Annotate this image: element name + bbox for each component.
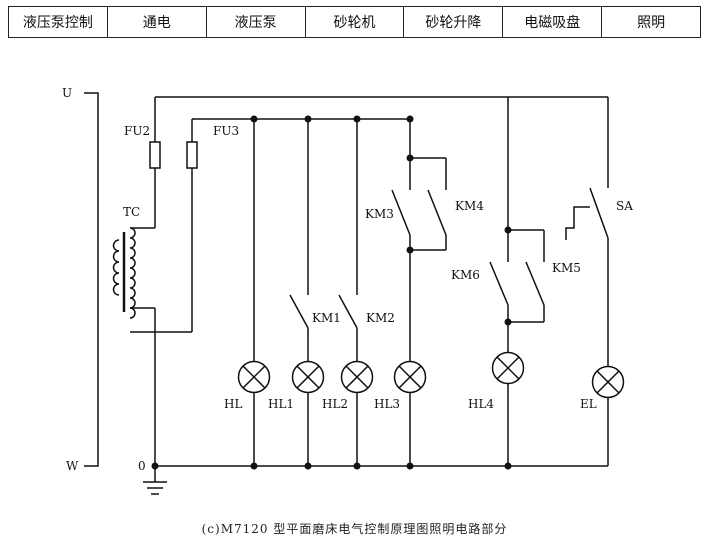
header-cell-magnetic-chuck: 电磁吸盘	[503, 7, 603, 37]
lamp-hl1	[291, 360, 325, 394]
km2-contact	[338, 294, 358, 329]
lamp-hl	[237, 360, 271, 394]
fu2-fuse	[149, 141, 161, 169]
label-km3: KM3	[365, 207, 394, 221]
km6-km5-contacts	[489, 97, 545, 352]
header-cell-power-on: 通电	[108, 7, 207, 37]
label-km4: KM4	[455, 199, 484, 213]
label-km1: KM1	[312, 311, 341, 325]
label-sa: SA	[616, 199, 633, 213]
header-cell-grinder: 砂轮机	[306, 7, 405, 37]
label-hl1: HL1	[268, 397, 294, 411]
function-header-table: 液压泵控制 通电 液压泵 砂轮机 砂轮升降 电磁吸盘 照明	[8, 6, 701, 38]
header-cell-lighting: 照明	[637, 15, 666, 31]
label-hl4: HL4	[468, 397, 494, 411]
label-km6: KM6	[451, 268, 480, 282]
lamp-hl4	[491, 351, 525, 385]
lamp-hl2	[340, 360, 374, 394]
ground-symbol	[143, 466, 167, 495]
lamp-hl3	[393, 360, 427, 394]
label-km5: KM5	[552, 261, 581, 275]
fu3-fuse	[186, 141, 198, 169]
label-w: W	[66, 459, 79, 473]
transformer-tc	[112, 225, 192, 466]
label-zero: 0	[138, 459, 146, 473]
km3-km4-contacts	[391, 119, 447, 361]
label-hl3: HL3	[374, 397, 400, 411]
label-fu3: FU3	[213, 124, 239, 138]
km1-contact	[289, 294, 309, 329]
label-u: U	[62, 86, 72, 100]
label-hl: HL	[224, 397, 242, 411]
lamp-el	[591, 365, 625, 399]
label-km2: KM2	[366, 311, 395, 325]
header-cell-hydraulic-pump: 液压泵	[207, 7, 306, 37]
label-hl2: HL2	[322, 397, 348, 411]
sa-switch	[565, 97, 609, 366]
figure-caption: (c)M7120 型平面磨床电气控制原理图照明电路部分	[201, 522, 508, 536]
label-fu2: FU2	[124, 124, 150, 138]
label-tc: TC	[123, 205, 140, 219]
label-el: EL	[580, 397, 597, 411]
supply-line-u	[84, 92, 99, 467]
header-cell-pump-control: 液压泵控制	[9, 7, 108, 37]
header-cell-grinder-lift: 砂轮升降	[404, 7, 504, 37]
junction-dots	[151, 115, 512, 470]
